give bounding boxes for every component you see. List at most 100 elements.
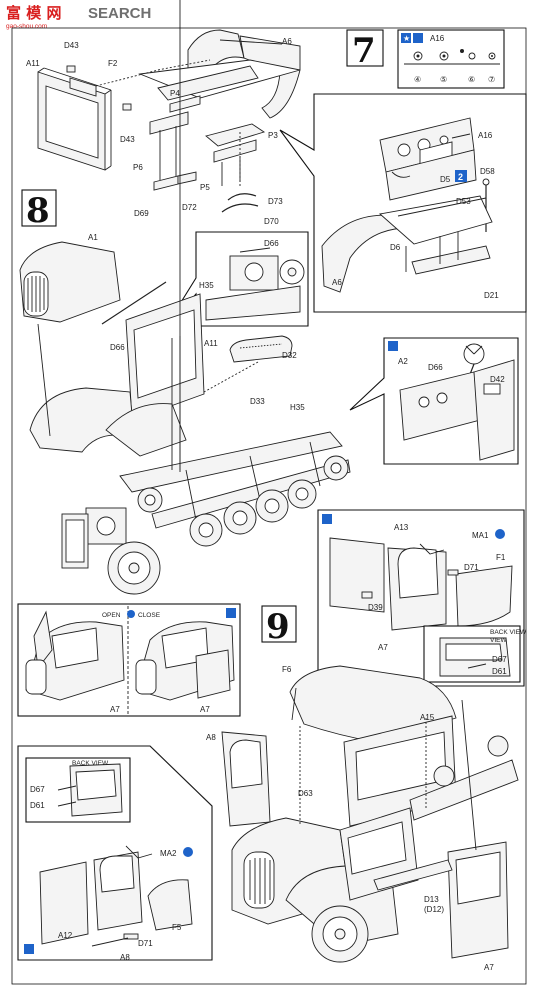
engine-inset: D66 H35 bbox=[159, 231, 309, 337]
label-d6: D6 bbox=[390, 243, 401, 252]
step-7-number: 7 bbox=[352, 31, 376, 71]
label-d13: D13 bbox=[424, 895, 439, 904]
brush-icon-3 bbox=[322, 514, 332, 524]
top-assembly: A11 D43 F2 A6 P4 D43 P6 P3 P5 D69 D72 D7… bbox=[26, 29, 301, 226]
label-d33: D33 bbox=[250, 397, 265, 406]
d5-count: 2 bbox=[458, 172, 463, 182]
label-d70: D70 bbox=[264, 217, 279, 226]
paint-column-5: ⑤ bbox=[440, 75, 447, 84]
paint-table-part: A16 bbox=[430, 34, 445, 43]
paint-column-4: ④ bbox=[414, 75, 421, 84]
label-d72: D72 bbox=[182, 203, 197, 212]
label-a11-top: A11 bbox=[26, 59, 40, 68]
label-d67-door: D67 bbox=[492, 655, 507, 664]
label-d43-top: D43 bbox=[64, 41, 79, 50]
label-a15: A15 bbox=[420, 713, 435, 722]
dashboard-callout: A2 D66 D42 bbox=[349, 337, 519, 465]
label-d71-door: D71 bbox=[464, 563, 479, 572]
watermark: 富 模 网 SEARCH gao-shou.com bbox=[6, 4, 151, 30]
label-d21: D21 bbox=[484, 291, 499, 300]
label-d39: D39 bbox=[368, 603, 383, 612]
label-d67: D67 bbox=[30, 785, 45, 794]
drop-icon bbox=[495, 529, 505, 539]
step-9-header: 9 bbox=[261, 605, 297, 647]
label-a6-top: A6 bbox=[282, 37, 292, 46]
label-p3: P3 bbox=[268, 131, 278, 140]
label-a7-closed: A7 bbox=[200, 705, 210, 714]
label-f6: F6 bbox=[282, 665, 292, 674]
step-9-door-callout: BACK VIEW D67 D61 MA2 F5 A12 D71 A8 bbox=[17, 745, 213, 962]
back-view-label-top: BACK VIEW bbox=[490, 629, 527, 636]
step-8-header: 8 bbox=[21, 189, 57, 231]
open-close-inset: OPEN CLOSE A7 A7 bbox=[17, 603, 241, 717]
label-d63: D63 bbox=[298, 789, 313, 798]
brush-icon-5 bbox=[24, 944, 34, 954]
step-8-badge bbox=[21, 189, 57, 227]
label-a11: A11 bbox=[204, 339, 218, 348]
label-a7-bottom: A7 bbox=[484, 963, 494, 972]
label-f1: F1 bbox=[496, 553, 506, 562]
label-a7-open: A7 bbox=[110, 705, 120, 714]
label-d58: D58 bbox=[480, 167, 495, 176]
label-ma1: MA1 bbox=[472, 531, 489, 540]
label-d66-callout: D66 bbox=[428, 363, 443, 372]
door-callout: A13 MA1 F1 D71 D39 A7 BACK VIEW VIEW D67… bbox=[317, 509, 527, 722]
count-badge bbox=[455, 170, 467, 182]
svg-text:VIEW: VIEW bbox=[490, 637, 507, 644]
step-9-assembly: F6 A15 A8 D63 D13 (D12) A7 bbox=[206, 665, 519, 972]
label-a8: A8 bbox=[206, 733, 216, 742]
label-a13: A13 bbox=[394, 523, 409, 532]
back-view-label: BACK VIEW bbox=[72, 760, 109, 767]
label-a2: A2 bbox=[398, 357, 408, 366]
watermark-site-en: SEARCH bbox=[88, 5, 151, 22]
close-label: CLOSE bbox=[138, 612, 161, 619]
step-9-number: 9 bbox=[266, 607, 290, 647]
label-a12: A12 bbox=[58, 931, 73, 940]
watermark-url: gao-shou.com bbox=[6, 23, 47, 30]
label-d73: D73 bbox=[268, 197, 283, 206]
label-d5: D5 bbox=[440, 175, 451, 184]
open-label: OPEN bbox=[102, 612, 121, 619]
brush-icon-4 bbox=[226, 608, 236, 618]
svg-text:★: ★ bbox=[403, 34, 410, 43]
label-d43-mid: D43 bbox=[120, 135, 135, 144]
swap-icon bbox=[127, 610, 135, 618]
label-d32: D32 bbox=[282, 351, 297, 360]
label-p4: P4 bbox=[170, 89, 180, 98]
label-d66: D66 bbox=[110, 343, 125, 352]
label-p6: P6 bbox=[133, 163, 143, 172]
label-f5: F5 bbox=[172, 923, 182, 932]
label-d53: D53 bbox=[456, 197, 471, 206]
paint-column-7: ⑦ bbox=[488, 75, 495, 84]
label-d69: D69 bbox=[134, 209, 149, 218]
label-d66-inset: D66 bbox=[264, 239, 279, 248]
brush-icon-2 bbox=[388, 341, 398, 351]
drop-icon-2 bbox=[183, 847, 193, 857]
brush-icon bbox=[413, 33, 423, 43]
label-d61-door: D61 bbox=[492, 667, 507, 676]
label-d61: D61 bbox=[30, 801, 45, 810]
label-d71: D71 bbox=[138, 939, 153, 948]
label-a1: A1 bbox=[88, 233, 98, 242]
label-a16: A16 bbox=[478, 131, 493, 140]
label-a8-bottom: A8 bbox=[120, 953, 130, 962]
step-7-callout: 2 A16 D5 D58 D53 D6 A6 D21 bbox=[279, 93, 527, 313]
step-7-header: 7 ★ A16 ④ ⑤ ⑥ ⑦ bbox=[346, 29, 505, 89]
label-f2: F2 bbox=[108, 59, 118, 68]
label-d42: D42 bbox=[490, 375, 505, 384]
label-h35: H35 bbox=[290, 403, 305, 412]
step-7-badge bbox=[346, 29, 384, 67]
watermark-site-cn: 富 模 网 bbox=[6, 4, 61, 22]
step-8-assembly: A1 D66 A11 D32 D33 H35 bbox=[19, 0, 351, 595]
label-d12: (D12) bbox=[424, 905, 444, 914]
paint-star-icon bbox=[401, 33, 411, 43]
label-h35-inset: H35 bbox=[199, 281, 214, 290]
paint-column-6: ⑥ bbox=[468, 75, 475, 84]
step-9-badge bbox=[261, 605, 297, 643]
step-8-number: 8 bbox=[26, 191, 50, 231]
label-a7-door: A7 bbox=[378, 643, 388, 652]
label-a6-step7: A6 bbox=[332, 278, 342, 287]
label-ma2: MA2 bbox=[160, 849, 177, 858]
